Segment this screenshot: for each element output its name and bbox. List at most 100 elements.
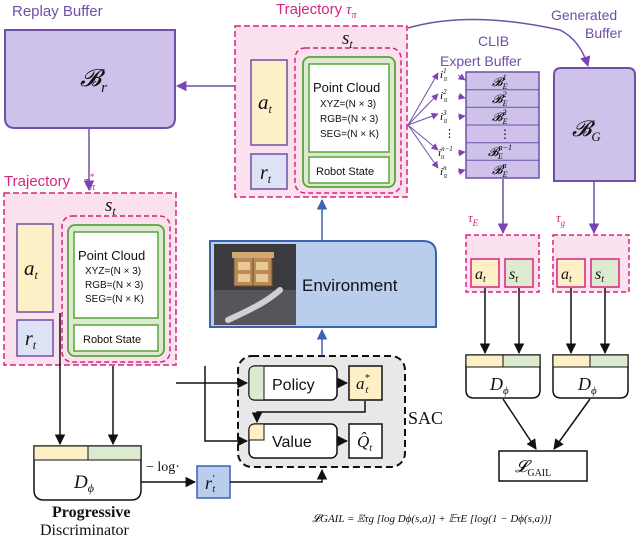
arrow-trajectory-to-generated [407,18,591,68]
shaped-reward-box [196,465,231,499]
left-point-cloud-seg: SEG=(N × K) [85,294,144,305]
left-action-box [16,223,54,313]
expert-index-ellipsis: ⋮ [444,128,455,140]
d-phi-generated-yellow [552,354,591,368]
gail-loss-box [498,450,588,482]
arrows [54,18,611,488]
sac-label: SAC [408,408,443,428]
d-phi-expert: Dϕ [465,354,541,399]
environment: Environment [209,240,437,328]
generated-buffer: Generated Buffer 𝓑G [551,7,636,182]
replay-buffer-title: Replay Buffer [12,3,103,20]
value-output-label: Q̂t [357,432,372,454]
robot-arm-image [225,287,283,323]
policy-output-label: a*t [356,373,370,396]
expert-buffer-title-1: CLIB [478,33,509,49]
tau-g-action: at [561,266,572,285]
tau-g-state-box [590,258,620,288]
replay-buffer-box [4,29,176,129]
generated-buffer-box [553,67,636,182]
tau-e-action-box [470,258,500,288]
policy-output-box [348,365,383,401]
gail-formula: 𝓛GAIL = 𝔼τg [log Dϕ(s,a)] + 𝔼τE [log(1 −… [312,513,552,525]
arrow-reward-to-sac [230,468,328,483]
top-point-cloud-box [308,63,390,153]
top-point-cloud-seg: SEG=(N × K) [320,129,379,140]
discriminator-symbol: Dϕ [73,472,94,495]
discriminator-label-bold: Progressive [52,504,131,521]
expert-slot-ellipsis: ⋮ [499,127,511,141]
top-state-label: st [342,28,353,51]
progressive-discriminator: Dϕ Progressive Discriminator − log· [33,445,180,539]
top-robot-state-box [308,156,390,184]
top-point-cloud-xyz: XYZ=(N × 3) [320,99,376,110]
tau-g-label: τg [556,210,566,228]
gail-loss: 𝓛GAIL [498,450,588,482]
top-reward-label: rt [260,162,272,186]
d-phi-generated-label: Dϕ [577,374,597,397]
d-phi-expert-yellow [465,354,504,368]
top-action-label: at [258,90,273,116]
tau-g-action-box [556,258,586,288]
left-robot-state-box [73,324,159,352]
expert-fanout-arrows [407,72,466,176]
d-phi-generated-green [589,354,629,368]
left-robot-state: Robot State [83,334,141,346]
left-point-cloud-title: Point Cloud [78,248,145,263]
tau-e-group: τE at st [465,210,540,293]
tau-e-action: at [475,266,486,285]
left-point-cloud-rgb: RGB=(N × 3) [85,280,143,291]
environment-label: Environment [302,276,398,295]
policy-label: Policy [272,377,315,394]
cabinet-image [232,252,274,287]
tau-e-state: st [509,266,518,285]
tau-g-state: st [595,266,604,285]
value-box-accent [248,423,265,441]
top-reward-box [250,153,288,190]
discriminator-green-segment [87,445,142,461]
shaped-reward-label: r′t [205,473,215,495]
replay-buffer: Replay Buffer 𝓑r [4,3,176,129]
d-phi-expert-label: Dϕ [489,374,509,397]
tau-e-state-box [504,258,534,288]
tau-e-label: τE [468,210,479,228]
generated-buffer-title-1: Generated [551,7,617,23]
generated-buffer-title-2: Buffer [585,25,622,41]
left-point-cloud-xyz: XYZ=(N × 3) [85,266,141,277]
top-point-cloud-title: Point Cloud [313,80,380,95]
arrow-trajectory-to-value [204,366,249,447]
arrow-d-generated-to-loss [553,398,591,450]
d-phi-expert-green [502,354,541,368]
left-point-cloud-box [73,231,159,319]
value-output-box [348,423,383,459]
arrow-action-to-value [251,401,366,424]
discriminator-label: Discriminator [40,522,130,539]
top-action-box [250,59,288,146]
arrow-d-expert-to-loss [502,398,537,450]
expert-buffer-title-2: Expert Buffer [440,53,522,69]
left-state-label: st [105,195,116,218]
top-point-cloud-rgb: RGB=(N × 3) [320,114,378,125]
policy-box-accent [248,365,265,401]
d-phi-generated: Dϕ [552,354,629,399]
left-reward-box [16,319,54,357]
discriminator-yellow-segment [33,445,89,461]
shaped-reward: r′t [196,465,231,499]
left-reward-label: rt [25,328,37,352]
value-label: Value [272,434,312,451]
